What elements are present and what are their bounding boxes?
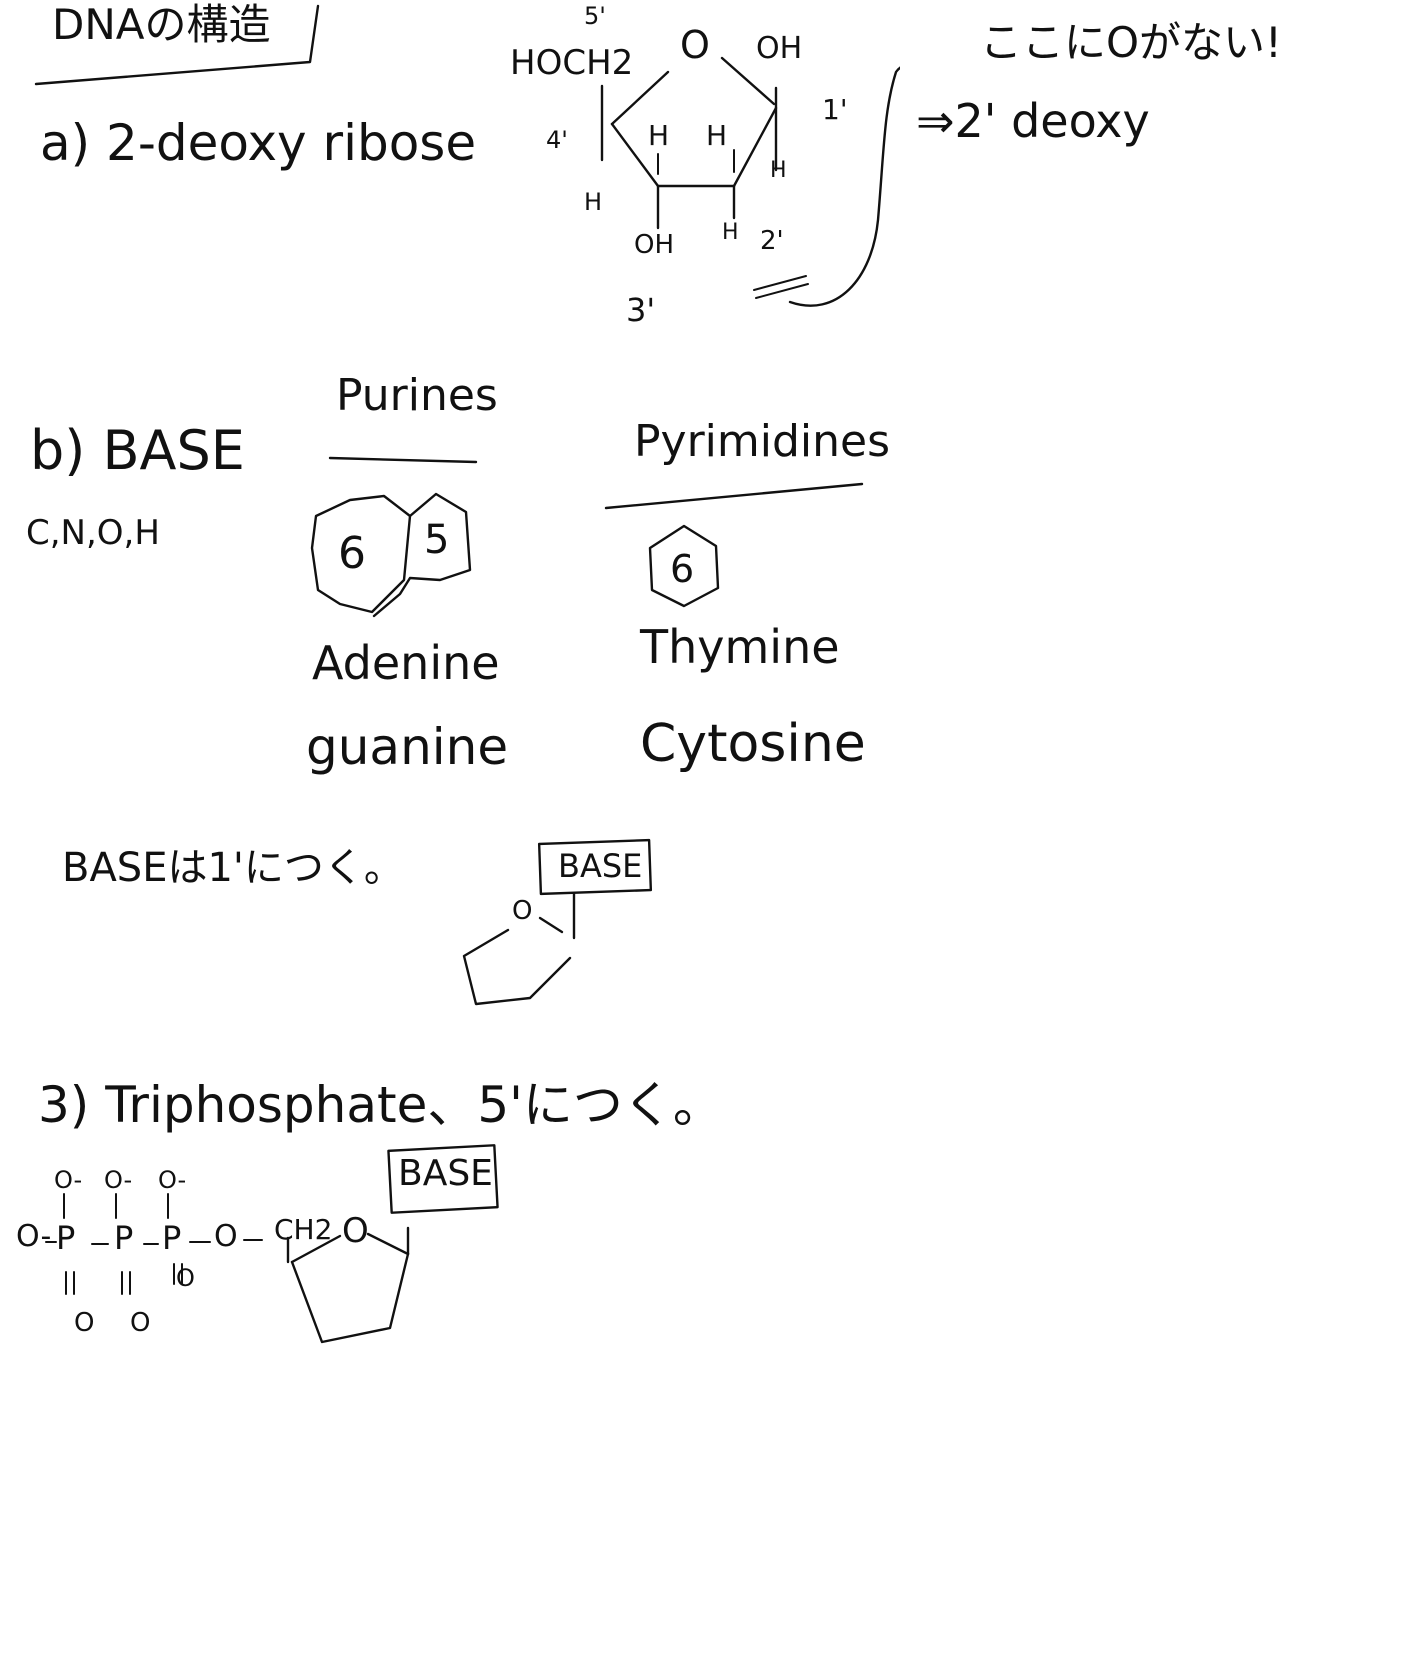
o-link: O	[214, 1219, 238, 1254]
section-b-heading: b) BASE	[30, 419, 245, 482]
phosphate-2: P	[114, 1219, 134, 1257]
purine-guanine: guanine	[306, 718, 509, 776]
oxo-1: O	[74, 1308, 95, 1338]
pyrimidine-thymine: Thymine	[640, 620, 840, 674]
h-left: H	[648, 119, 670, 152]
hoch2-label: HOCH2	[510, 43, 634, 83]
label-4-prime: 4'	[546, 126, 568, 154]
h-1-below: H	[770, 158, 787, 183]
pyrimidine-cytosine: Cytosine	[640, 714, 866, 774]
purines-title: Purines	[336, 370, 498, 421]
oxo-2: O	[130, 1308, 151, 1338]
o-minus-1: O-	[54, 1166, 83, 1194]
h-4-below: H	[584, 188, 603, 216]
pyrimidine-ring-6-label: 6	[670, 547, 695, 591]
triphosphate-ring-oxygen: O	[342, 1211, 369, 1251]
title-frame	[34, 4, 320, 86]
pyrimidines-title: Pyrimidines	[634, 416, 891, 467]
oh-bottom: OH	[634, 230, 675, 260]
triphosphate-bonds	[45, 1144, 499, 1344]
oh-top: OH	[756, 31, 803, 66]
o-minus-3: O-	[158, 1166, 187, 1194]
label-5-prime: 5'	[584, 2, 606, 30]
callout-line-2: ⇒2' deoxy	[916, 94, 1150, 148]
ch2-label: CH2	[274, 1213, 333, 1246]
label-3-prime: 3'	[626, 291, 656, 329]
section-3-heading: 3) Triphosphate、5'につく。	[38, 1076, 723, 1134]
base-box-label: BASE	[558, 847, 643, 885]
phosphate-3: P	[162, 1219, 182, 1257]
section-a-heading: a) 2-deoxy ribose	[40, 114, 477, 172]
o-start: O-	[16, 1219, 52, 1254]
purine-adenine: Adenine	[312, 636, 500, 690]
callout-line-1: ここにOがない!	[980, 18, 1282, 67]
base-rings	[310, 456, 864, 618]
deoxyribose-ring	[600, 56, 900, 307]
phosphate-1: P	[56, 1219, 76, 1257]
base-attach-note: BASEは1'につく。	[62, 845, 404, 891]
label-1-prime: 1'	[822, 93, 848, 126]
oxo-3: O	[176, 1264, 195, 1292]
h-mid: H	[706, 119, 728, 152]
elements-list: C,N,O,H	[26, 513, 160, 553]
label-2-prime: 2'	[760, 226, 784, 256]
triphosphate-base-box-label: BASE	[398, 1153, 493, 1194]
sketch-ring-oxygen: O	[512, 896, 533, 926]
purine-ring-6-label: 6	[338, 528, 366, 579]
note-title: DNAの構造	[52, 0, 271, 49]
o-minus-2: O-	[104, 1166, 133, 1194]
base-sugar-sketch	[462, 838, 653, 1006]
purine-ring-5-label: 5	[424, 517, 450, 563]
ring-oxygen: O	[680, 23, 710, 67]
h-2-below: H	[722, 220, 739, 245]
